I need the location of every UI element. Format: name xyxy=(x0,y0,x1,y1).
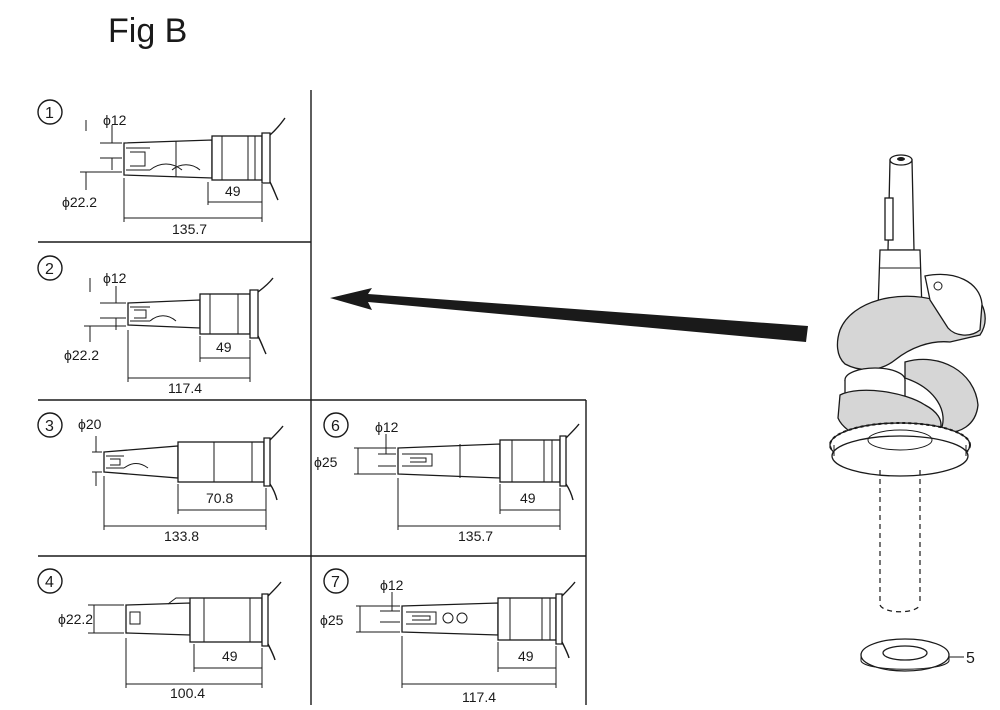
panel-number: 2 xyxy=(45,261,54,278)
panel-number: 3 xyxy=(45,418,54,435)
dim-phi-small: ϕ12 xyxy=(103,270,127,286)
dim-phi-large: ϕ25 xyxy=(314,454,338,470)
dim-phi-small: ϕ12 xyxy=(380,577,404,593)
dim-phi-small: ϕ12 xyxy=(103,112,127,128)
dim-phi-small: ϕ12 xyxy=(375,419,399,435)
dim-inner-length: 49 xyxy=(518,648,534,664)
panel-3: 3 ϕ20 70.8 133.8 xyxy=(37,412,284,544)
panel-2: 2 ϕ12 ϕ22.2 49 117.4 xyxy=(37,255,274,396)
dim-total-length: 100.4 xyxy=(170,685,205,701)
dim-total-length: 135.7 xyxy=(172,221,207,237)
dim-total-length: 117.4 xyxy=(462,689,496,705)
dim-inner-length: 49 xyxy=(520,490,536,506)
panel-4: 4 ϕ22.2 49 100.4 xyxy=(37,568,282,701)
shaft-drawing xyxy=(397,423,580,501)
dim-inner-length: 70.8 xyxy=(206,490,233,506)
panel-number: 7 xyxy=(331,574,340,591)
shaft-drawing xyxy=(401,581,576,659)
dim-phi-large: ϕ25 xyxy=(320,612,344,628)
dim-phi-large: ϕ22.2 xyxy=(64,347,99,363)
thrust-washer xyxy=(860,638,964,672)
pointer-arrow xyxy=(330,288,808,342)
dim-total-length: 135.7 xyxy=(458,528,493,544)
dim-total-length: 133.8 xyxy=(164,528,199,544)
dim-phi-small: ϕ20 xyxy=(78,416,102,432)
panel-number: 4 xyxy=(45,574,54,591)
panel-number: 1 xyxy=(45,105,54,122)
shaft-drawing xyxy=(125,581,282,661)
panel-grid xyxy=(38,90,587,705)
crankshaft-assembly: 5 xyxy=(829,154,986,672)
timing-gear xyxy=(829,422,971,477)
dim-inner-length: 49 xyxy=(225,183,241,199)
shaft-drawing xyxy=(123,117,286,201)
shaft-drawing xyxy=(127,277,274,355)
shaft-drawing xyxy=(103,425,284,501)
dim-inner-length: 49 xyxy=(216,339,232,355)
dim-phi-large: ϕ22.2 xyxy=(58,611,93,627)
panel-1: 1 ϕ12 ϕ22.2 49 135.7 xyxy=(37,99,286,237)
panel-number: 6 xyxy=(331,418,340,435)
dim-total-length: 117.4 xyxy=(168,380,202,396)
washer-callout: 5 xyxy=(966,650,975,667)
dim-phi-large: ϕ22.2 xyxy=(62,194,97,210)
dim-inner-length: 49 xyxy=(222,648,238,664)
panel-7: 7 ϕ12 ϕ25 49 117.4 xyxy=(320,568,576,705)
panel-6: 6 ϕ12 ϕ25 49 135.7 xyxy=(314,412,580,544)
figure-title: Fig B xyxy=(108,12,187,50)
